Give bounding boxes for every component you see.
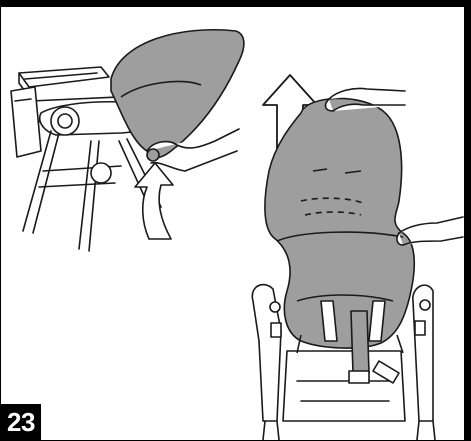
- right-seat-cover: [265, 98, 414, 348]
- left-seat-cover: [111, 30, 244, 158]
- step-number: 23: [1, 404, 41, 440]
- curved-up-arrow-icon: [135, 163, 173, 239]
